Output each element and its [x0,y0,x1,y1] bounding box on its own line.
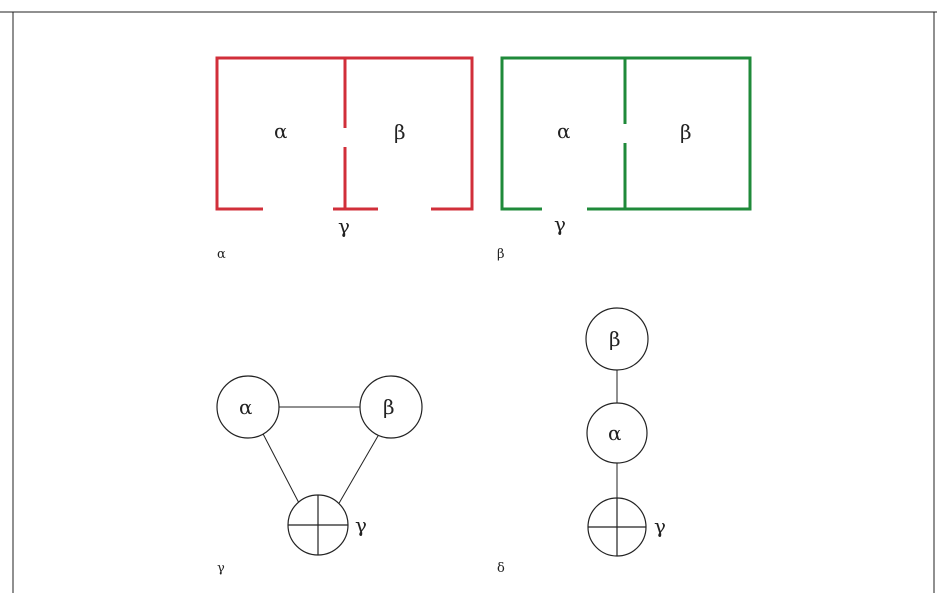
panel-b-label: β [497,247,505,262]
graph-d-node-beta-label: β [609,327,621,351]
panel-b-floor-plan: α β γ β [497,56,752,262]
plan-b-room-alpha-label: α [557,119,571,143]
panel-c-graph: α β γ γ [216,375,423,576]
graph-c-node-beta-label: β [383,395,395,419]
graph-c-exterior-label: γ [355,513,367,537]
panel-a-floor-plan: α β γ α [215,56,474,262]
graph-c-edge-alpha-gamma [259,427,301,506]
graph-c-node-beta [359,375,423,439]
panel-d-label: δ [497,561,505,576]
graph-c-edge-beta-gamma [337,428,383,506]
panel-c-label: γ [217,561,225,576]
graph-c-node-alpha [216,375,280,439]
panel-a-label: α [217,247,226,262]
graph-d-node-beta [585,307,649,371]
graph-d-node-alpha [586,402,648,464]
plan-b-room-beta-label: β [680,120,692,144]
panel-d-graph: β α γ δ [497,307,666,576]
graph-d-node-alpha-label: α [608,421,622,445]
plan-a-exterior-label: γ [338,214,350,238]
plan-a-room-alpha-label: α [274,119,288,143]
plan-a-room-beta-label: β [394,120,406,144]
graph-d-exterior-label: γ [654,514,666,538]
plan-b-exterior-label: γ [554,212,566,236]
graph-c-node-alpha-label: α [239,395,253,419]
